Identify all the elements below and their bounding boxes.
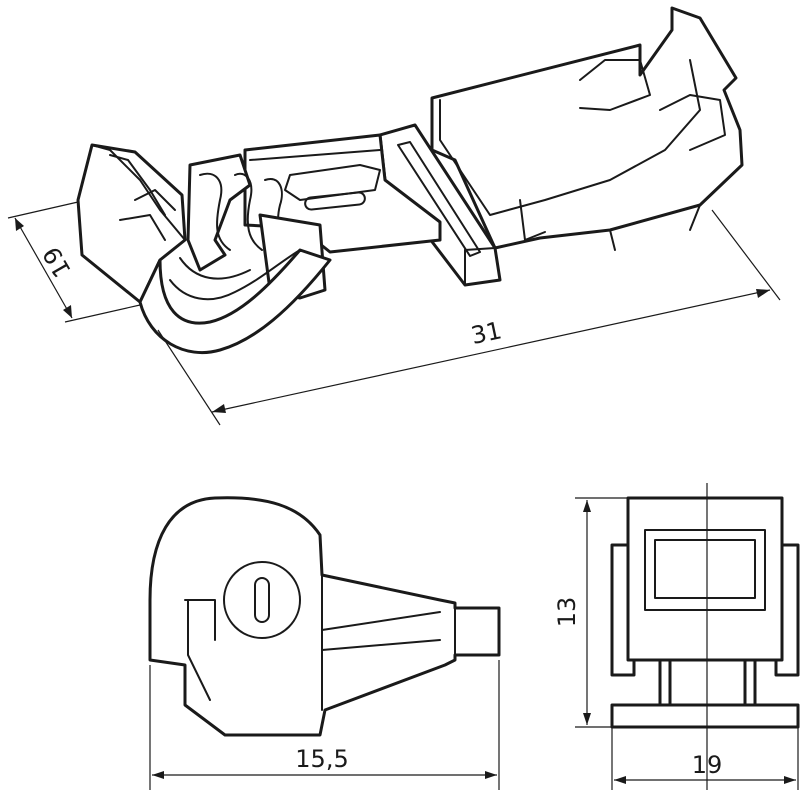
dimension-front-height: 13	[553, 497, 628, 728]
dimension-label-iso-width: 19	[37, 242, 77, 282]
iso-left-end-cap	[76, 143, 187, 304]
dimension-front-width: 19	[611, 727, 799, 790]
dimension-label-iso-length: 31	[468, 316, 504, 350]
iso-right-housing-inner	[439, 59, 701, 216]
iso-rounded-base	[138, 248, 332, 355]
front-base-plate	[610, 703, 800, 729]
dimension-label-side-length: 15,5	[295, 745, 348, 773]
side-view: 15,5	[148, 496, 501, 790]
iso-window-slot	[397, 141, 481, 257]
side-body-outline	[148, 496, 501, 737]
dimension-label-front-width: 19	[692, 751, 723, 779]
side-screw-slot	[254, 577, 270, 623]
isometric-view: 19 31	[7, 6, 781, 426]
side-rotary-screw	[223, 561, 301, 639]
dimension-iso-length: 31	[157, 209, 781, 426]
dimension-side-length: 15,5	[149, 660, 500, 790]
iso-right-housing	[430, 6, 744, 250]
front-main-body	[626, 496, 784, 662]
front-window-inner	[654, 539, 756, 599]
front-window-outer	[644, 529, 766, 611]
dimension-label-front-height: 13	[553, 597, 581, 628]
front-view: 13 19	[553, 483, 800, 790]
